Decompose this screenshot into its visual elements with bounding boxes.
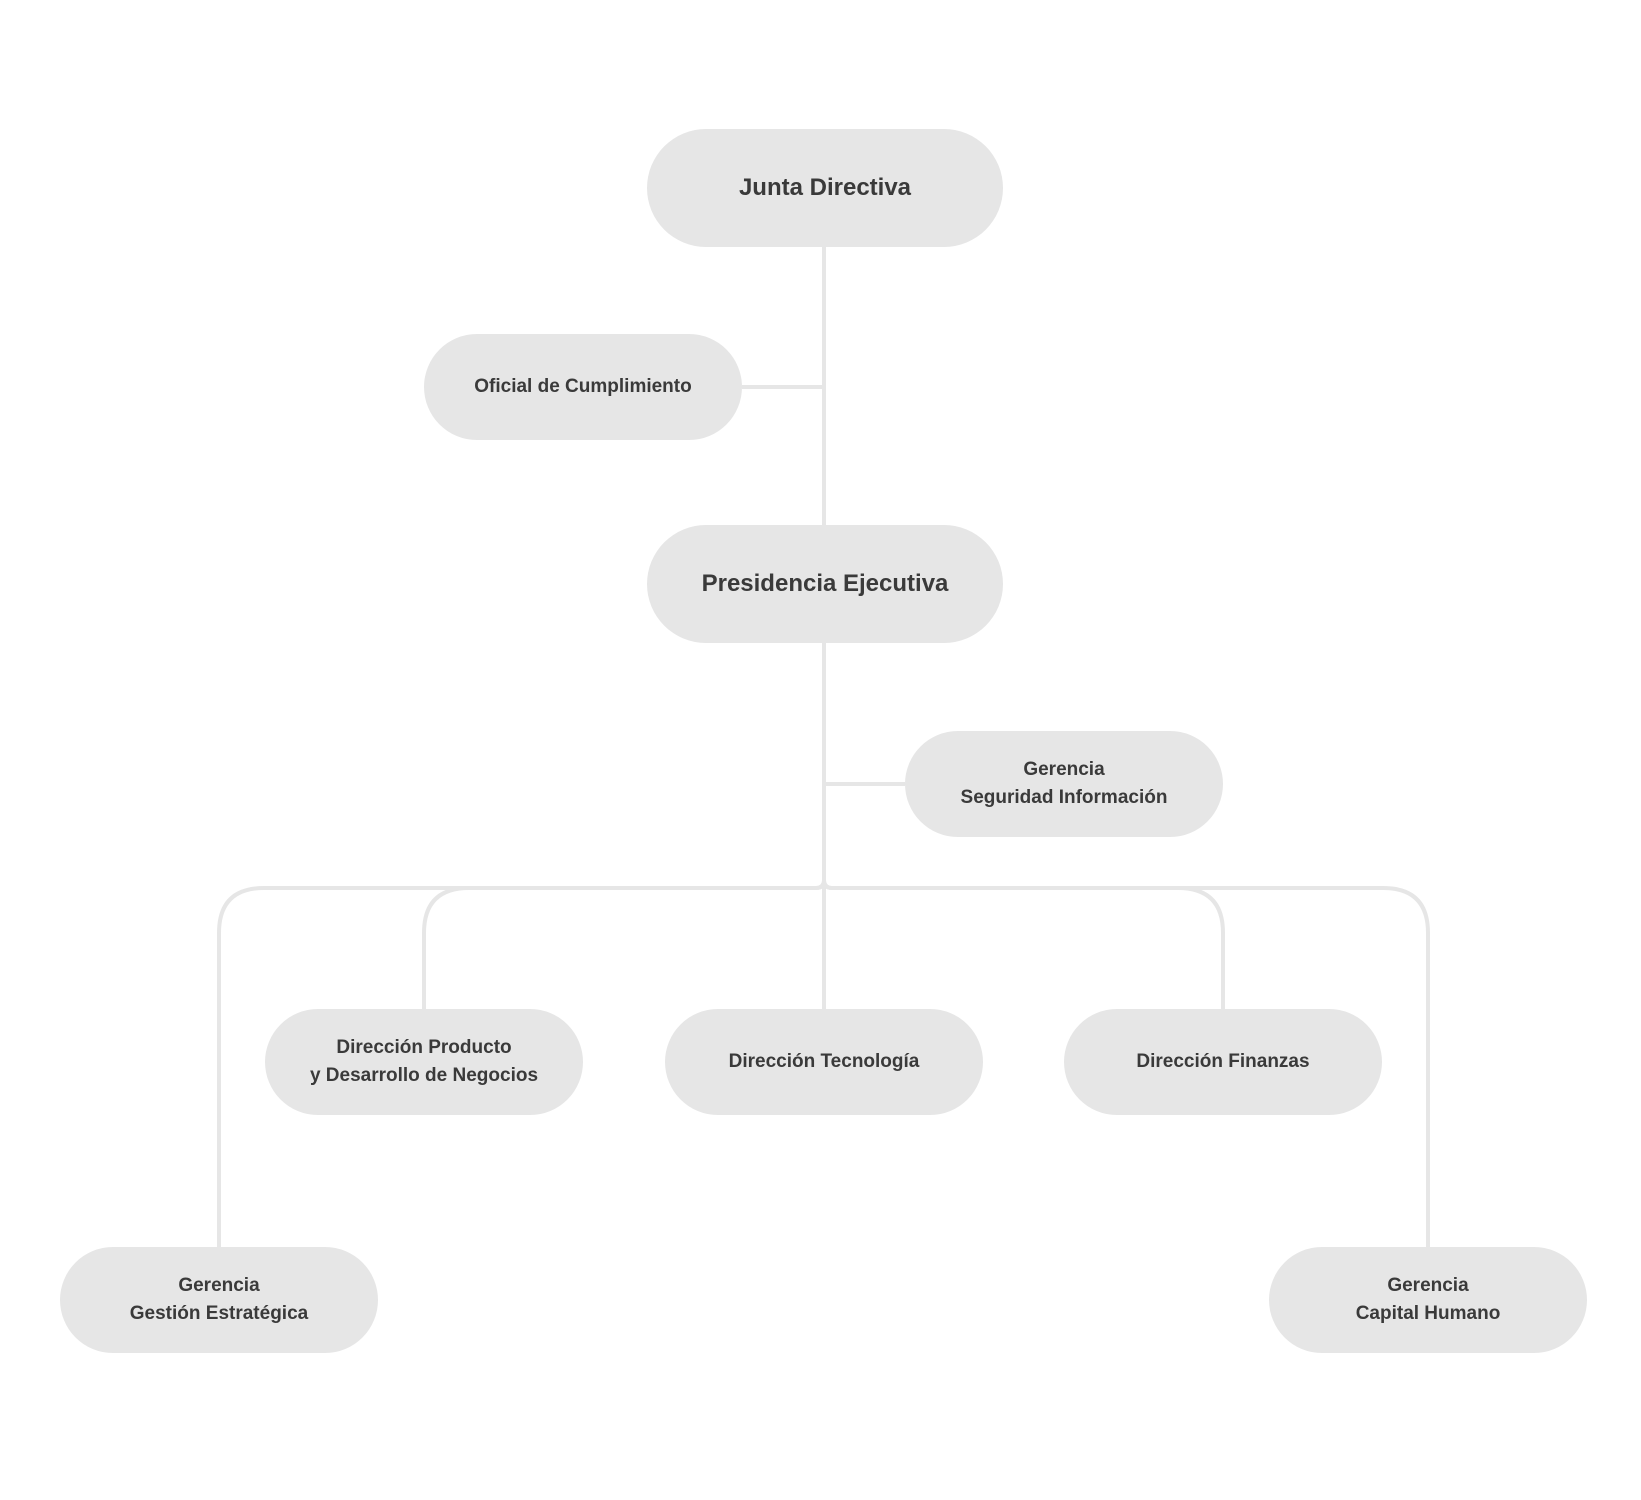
connector-capital xyxy=(822,879,1430,1247)
node-label-line-2: Capital Humano xyxy=(1355,1303,1501,1324)
node-oficial-de-cumplimiento: Oficial de Cumplimiento xyxy=(424,334,742,440)
node-junta-directiva: Junta Directiva xyxy=(647,129,1003,247)
node-label-line-2: y Desarrollo de Negocios xyxy=(309,1065,539,1086)
node-gerencia-capital-humano: Gerencia Capital Humano xyxy=(1269,1247,1587,1353)
node-label-line-2: Gestión Estratégica xyxy=(129,1303,309,1324)
node-label: Presidencia Ejecutiva xyxy=(701,570,949,597)
node-presidencia-ejecutiva: Presidencia Ejecutiva xyxy=(647,525,1003,643)
node-direccion-tecnologia: Dirección Tecnología xyxy=(665,1009,983,1115)
node-label: Oficial de Cumplimiento xyxy=(474,376,692,397)
node-label: Dirección Tecnología xyxy=(728,1051,920,1072)
node-label: Junta Directiva xyxy=(738,174,912,201)
node-label-line-1: Gerencia xyxy=(178,1275,260,1296)
node-direccion-finanzas: Dirección Finanzas xyxy=(1064,1009,1382,1115)
connector-producto xyxy=(422,879,826,1009)
node-direccion-producto: Dirección Producto y Desarrollo de Negoc… xyxy=(265,1009,583,1115)
node-label-line-1: Gerencia xyxy=(1023,759,1105,780)
node-label: Dirección Finanzas xyxy=(1136,1051,1310,1072)
node-label-line-2: Seguridad Información xyxy=(960,787,1168,808)
node-label-line-1: Dirección Producto xyxy=(336,1037,512,1058)
connector-finanzas xyxy=(822,879,1225,1009)
node-gerencia-seguridad-informacion: Gerencia Seguridad Información xyxy=(905,731,1223,837)
node-label-line-1: Gerencia xyxy=(1387,1275,1469,1296)
node-gerencia-gestion-estrategica: Gerencia Gestión Estratégica xyxy=(60,1247,378,1353)
